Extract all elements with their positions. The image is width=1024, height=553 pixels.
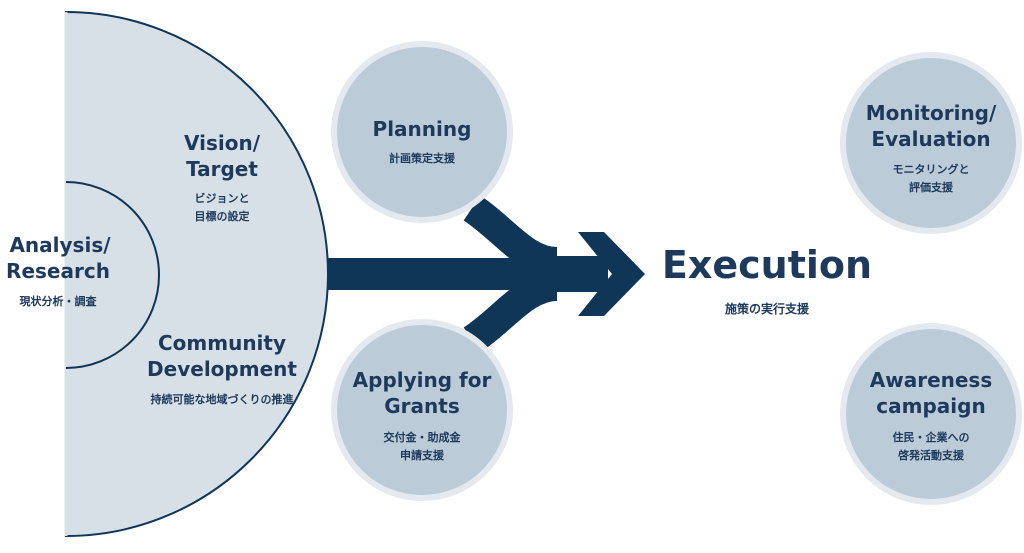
execution-subtitle: 施策の実行支援 [725,301,810,316]
grants-subtitle-line-1: 交付金・助成金 [384,430,462,444]
analysis-title-line-1: Analysis/ [9,233,111,257]
grants-title-line-1: Applying for [353,368,492,392]
inner-half-circle [65,181,160,369]
lower-arrow-branch [463,271,559,353]
monitoring-circle [840,52,1022,234]
grants-circle [331,319,513,501]
awareness-title-line-2: campaign [876,394,985,418]
vision-title-line-2: Target [186,157,258,181]
arrow-head-fill [548,256,608,292]
grants-subtitle-line-2: 申請支援 [400,448,445,462]
monitoring-title-line-1: Monitoring/ [866,101,997,125]
awareness-title-line-1: Awareness [870,368,993,392]
vision-subtitle-line-2: 目標の設定 [195,209,250,223]
monitoring-subtitle-line-2: 評価支援 [909,180,954,194]
planning-circle [331,41,513,223]
community-subtitle: 持続可能な地域づくりの推進 [151,392,295,406]
awareness-circle [840,323,1022,505]
community-title-line-1: Community [158,331,286,355]
planning-subtitle: 計画策定支援 [389,151,456,165]
awareness-subtitle-line-2: 啓発活動支援 [898,448,965,462]
vision-title-line-1: Vision/ [184,131,261,155]
analysis-subtitle: 現状分析・調査 [20,294,97,308]
monitoring-subtitle-line-1: モニタリングと [893,162,970,176]
planning-title: Planning [373,117,472,141]
awareness-subtitle-line-1: 住民・企業への [893,430,970,444]
monitoring-title-line-2: Evaluation [871,127,990,151]
execution-title: Execution [662,243,872,287]
community-title-line-2: Development [147,357,297,381]
arrow-head [578,232,645,316]
analysis-title-line-2: Research [6,259,110,283]
grants-title-line-2: Grants [384,394,459,418]
vision-subtitle-line-1: ビジョンと [195,191,250,205]
upper-arrow-branch [463,195,559,277]
